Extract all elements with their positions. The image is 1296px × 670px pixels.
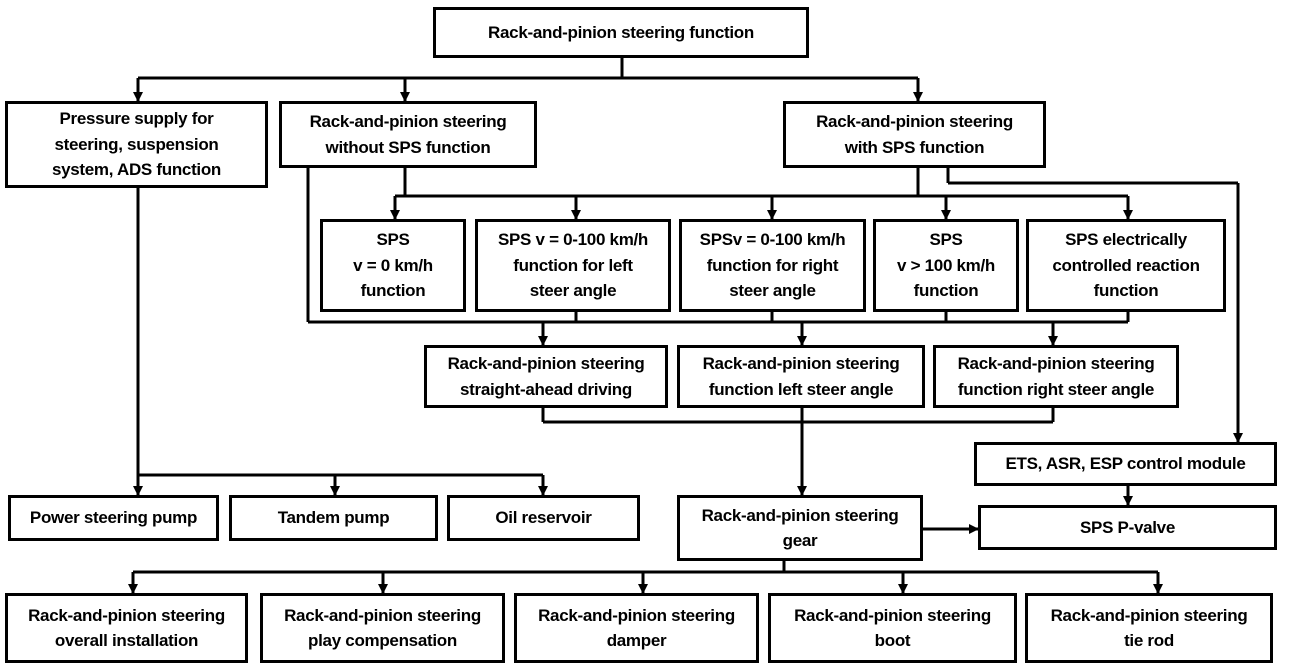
node-right-steer-angle: Rack-and-pinion steering function right … <box>933 345 1179 408</box>
node-power-steering-pump: Power steering pump <box>8 495 219 541</box>
node-tandem-pump: Tandem pump <box>229 495 438 541</box>
node-left-steer-angle: Rack-and-pinion steering function left s… <box>677 345 925 408</box>
node-sps-p-valve: SPS P-valve <box>978 505 1277 550</box>
node-play-compensation: Rack-and-pinion steering play compensati… <box>260 593 505 663</box>
node-oil-reservoir: Oil reservoir <box>447 495 640 541</box>
node-without-sps: Rack-and-pinion steering without SPS fun… <box>279 101 537 168</box>
node-steering-gear: Rack-and-pinion steering gear <box>677 495 923 561</box>
node-pressure-supply: Pressure supply for steering, suspension… <box>5 101 268 188</box>
node-tie-rod: Rack-and-pinion steering tie rod <box>1025 593 1273 663</box>
node-boot: Rack-and-pinion steering boot <box>768 593 1017 663</box>
node-sps-v100: SPS v > 100 km/h function <box>873 219 1019 312</box>
node-sps-v0: SPS v = 0 km/h function <box>320 219 466 312</box>
node-root: Rack-and-pinion steering function <box>433 7 809 58</box>
node-sps-electric: SPS electrically controlled reaction fun… <box>1026 219 1226 312</box>
node-straight-ahead: Rack-and-pinion steering straight-ahead … <box>424 345 668 408</box>
node-damper: Rack-and-pinion steering damper <box>514 593 759 663</box>
node-control-module: ETS, ASR, ESP control module <box>974 442 1277 486</box>
node-overall-installation: Rack-and-pinion steering overall install… <box>5 593 248 663</box>
node-sps-right: SPSv = 0-100 km/h function for right ste… <box>679 219 866 312</box>
node-sps-left: SPS v = 0-100 km/h function for left ste… <box>475 219 671 312</box>
node-with-sps: Rack-and-pinion steering with SPS functi… <box>783 101 1046 168</box>
